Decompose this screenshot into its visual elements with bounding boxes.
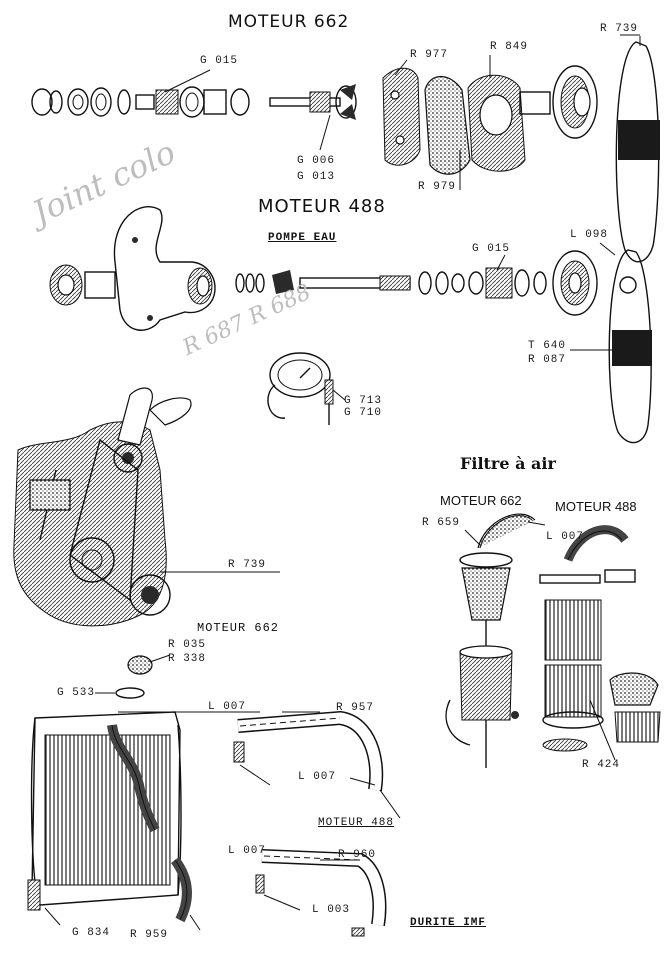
title-filtre-moteur-488: MOTEUR 488 [555,499,637,514]
hose-moteur-488 [233,710,401,819]
belt-r739-top [615,34,660,263]
title-moteur-488: MOTEUR 488 [258,196,386,217]
part-code-r977: R 977 [410,49,449,61]
part-code-l098: L 098 [570,229,609,241]
part-code-l007-low: L 007 [228,845,267,857]
part-code-g710: G 710 [344,407,383,419]
part-code-r957: R 957 [336,702,375,714]
radiator-assembly [27,655,260,931]
hose-imf [255,849,387,937]
pump-488-exploded [49,206,616,331]
title-filtre-air: Filtre à air [460,454,556,473]
part-code-r659: R 659 [422,517,461,529]
part-code-r959: R 959 [130,929,169,941]
part-code-r338: R 338 [168,653,207,665]
part-code-r979: R 979 [418,181,457,193]
leader-lines [95,521,546,694]
part-code-g713: G 713 [344,395,383,407]
belt-t640-r087 [570,249,652,444]
part-code-g533: G 533 [57,687,96,699]
part-code-r739-engine: R 739 [228,559,267,571]
part-code-t640: T 640 [528,340,567,352]
title-durite-imf: DURITE IMF [410,917,487,929]
part-code-r739-top: R 739 [600,23,639,35]
pump-662-exploded [31,55,598,190]
part-code-l003: L 003 [312,904,351,916]
title-filtre-moteur-662: MOTEUR 662 [440,493,522,508]
title-pompe-eau: POMPE EAU [268,232,337,244]
part-code-r087: R 087 [528,354,567,366]
title-moteur-662: MOTEUR 662 [228,12,350,32]
air-filter-assembly [445,513,661,768]
part-code-r849: R 849 [490,41,529,53]
part-code-g834: G 834 [72,927,111,939]
title-radiateur-moteur-662: MOTEUR 662 [197,621,280,635]
temperature-gauge [267,352,346,425]
title-durite-moteur-488: MOTEUR 488 [318,817,395,829]
part-code-l007-hose: L 007 [298,771,337,783]
part-code-g015-mid: G 015 [472,243,511,255]
part-code-l007-filter: L 007 [546,531,585,543]
engine-assembly [13,387,280,627]
part-code-g006: G 006 [297,155,336,167]
part-code-l007-rad: L 007 [208,701,247,713]
part-code-r960: R 960 [338,849,377,861]
part-code-r035: R 035 [168,639,207,651]
part-code-r424: R 424 [582,759,621,771]
part-code-g013: G 013 [297,171,336,183]
part-code-g015-top: G 015 [200,55,239,67]
